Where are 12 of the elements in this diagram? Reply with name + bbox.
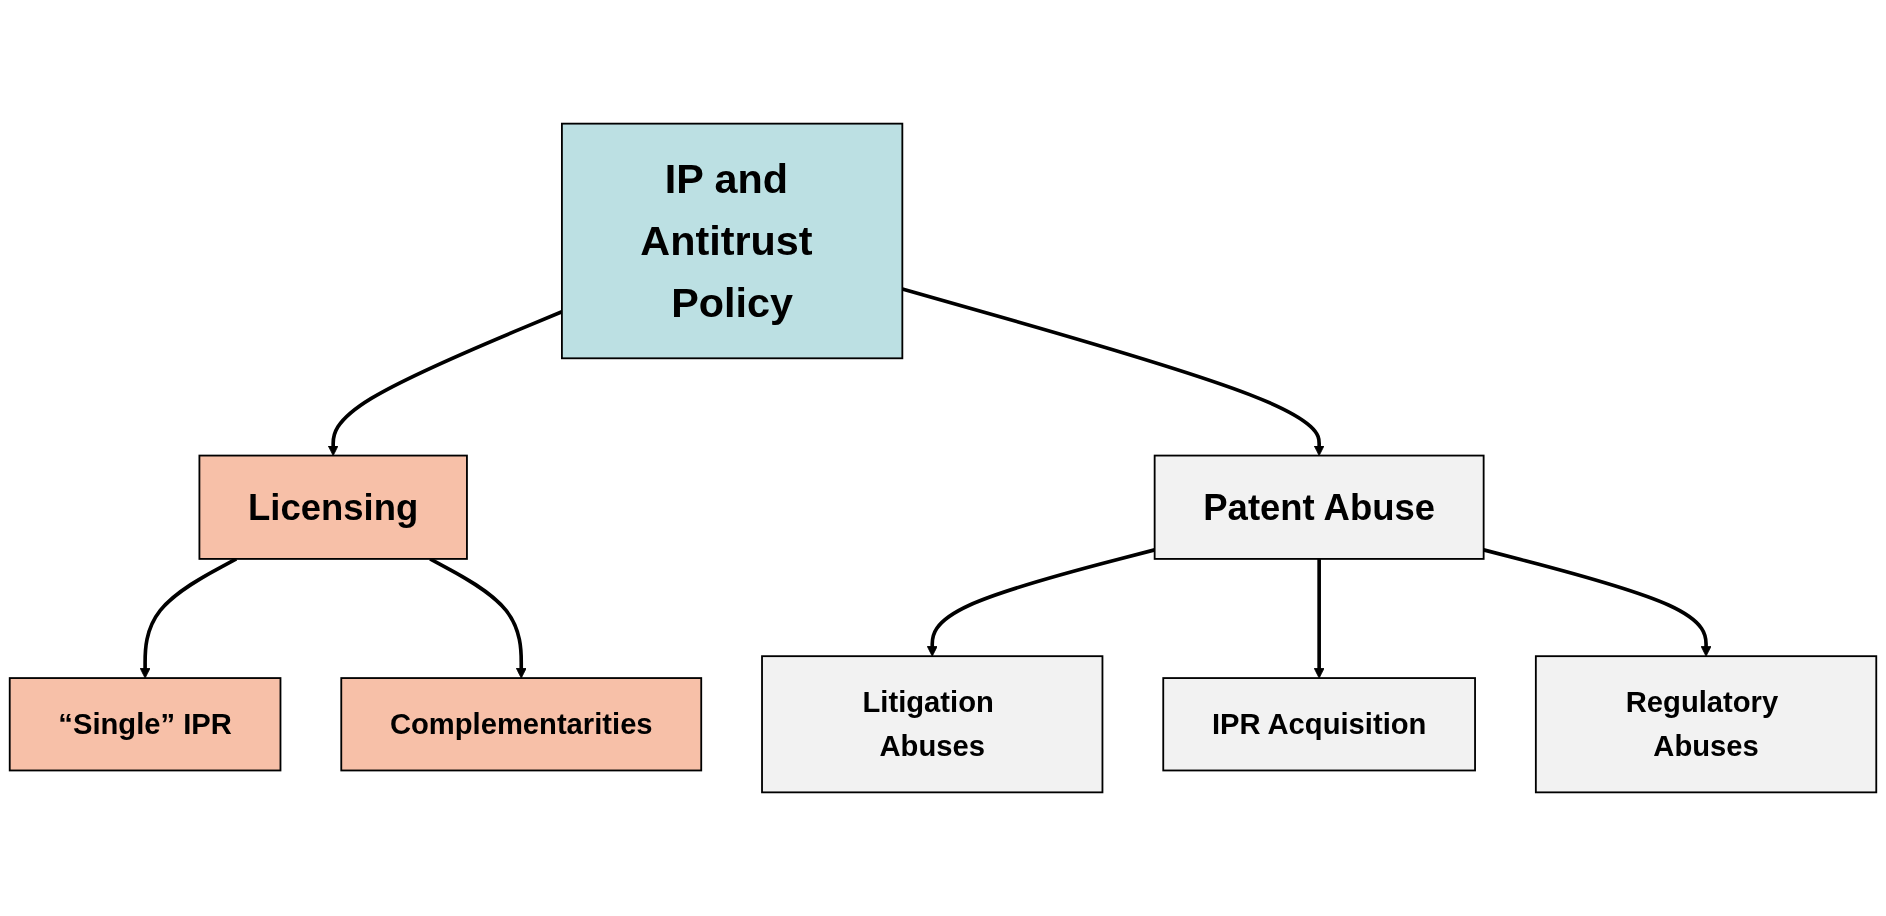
node-box: Licensing [198, 454, 468, 560]
node-box: Litigation Abuses [761, 655, 1104, 794]
node-box: Complementarities [340, 677, 703, 772]
node-box: Regulatory Abuses [1534, 655, 1878, 794]
arrow [1313, 558, 1325, 679]
arrow [139, 557, 238, 679]
node-box: IPR Acquisition [1162, 677, 1476, 772]
node-box: “Single” IPR [8, 677, 282, 772]
node-box: IP and Antitrust Policy [561, 122, 904, 360]
arrow [429, 557, 527, 679]
arrow [1483, 548, 1712, 657]
node-box: Patent Abuse [1153, 454, 1485, 560]
